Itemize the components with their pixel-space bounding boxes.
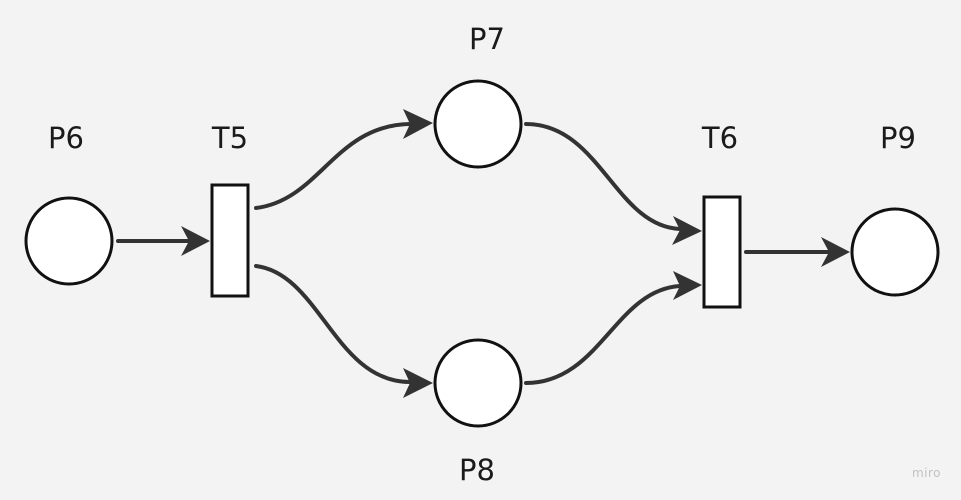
miro-watermark: miro — [911, 466, 941, 480]
places — [24, 79, 940, 428]
label-t6: T6 — [701, 121, 738, 155]
label-p6: P6 — [48, 121, 84, 155]
labels: P6 P7 P8 P9 T5 T6 — [48, 22, 916, 487]
arrowhead-p6-t5 — [181, 226, 210, 256]
label-p9: P9 — [880, 121, 916, 155]
transitions — [210, 183, 742, 309]
label-t5: T5 — [211, 121, 248, 155]
place-p8 — [433, 338, 523, 428]
place-p7 — [433, 79, 523, 169]
transition-t5 — [210, 183, 250, 298]
label-p8: P8 — [459, 453, 495, 487]
arrowhead-t5-p7 — [403, 109, 433, 139]
arrowhead-p8-t6 — [673, 271, 702, 300]
arcs — [116, 109, 850, 398]
arc-t5-p8 — [254, 264, 412, 384]
place-p6 — [24, 196, 114, 286]
arc-p8-t6 — [524, 284, 682, 385]
arrowhead-t5-p8 — [403, 368, 433, 398]
arc-p7-t6 — [524, 122, 682, 231]
transition-t6 — [702, 195, 742, 309]
arc-t5-p7 — [254, 122, 412, 210]
arrowhead-p7-t6 — [672, 216, 702, 245]
label-p7: P7 — [469, 22, 505, 56]
place-p9 — [850, 207, 940, 297]
arrowhead-t6-p9 — [821, 237, 850, 267]
